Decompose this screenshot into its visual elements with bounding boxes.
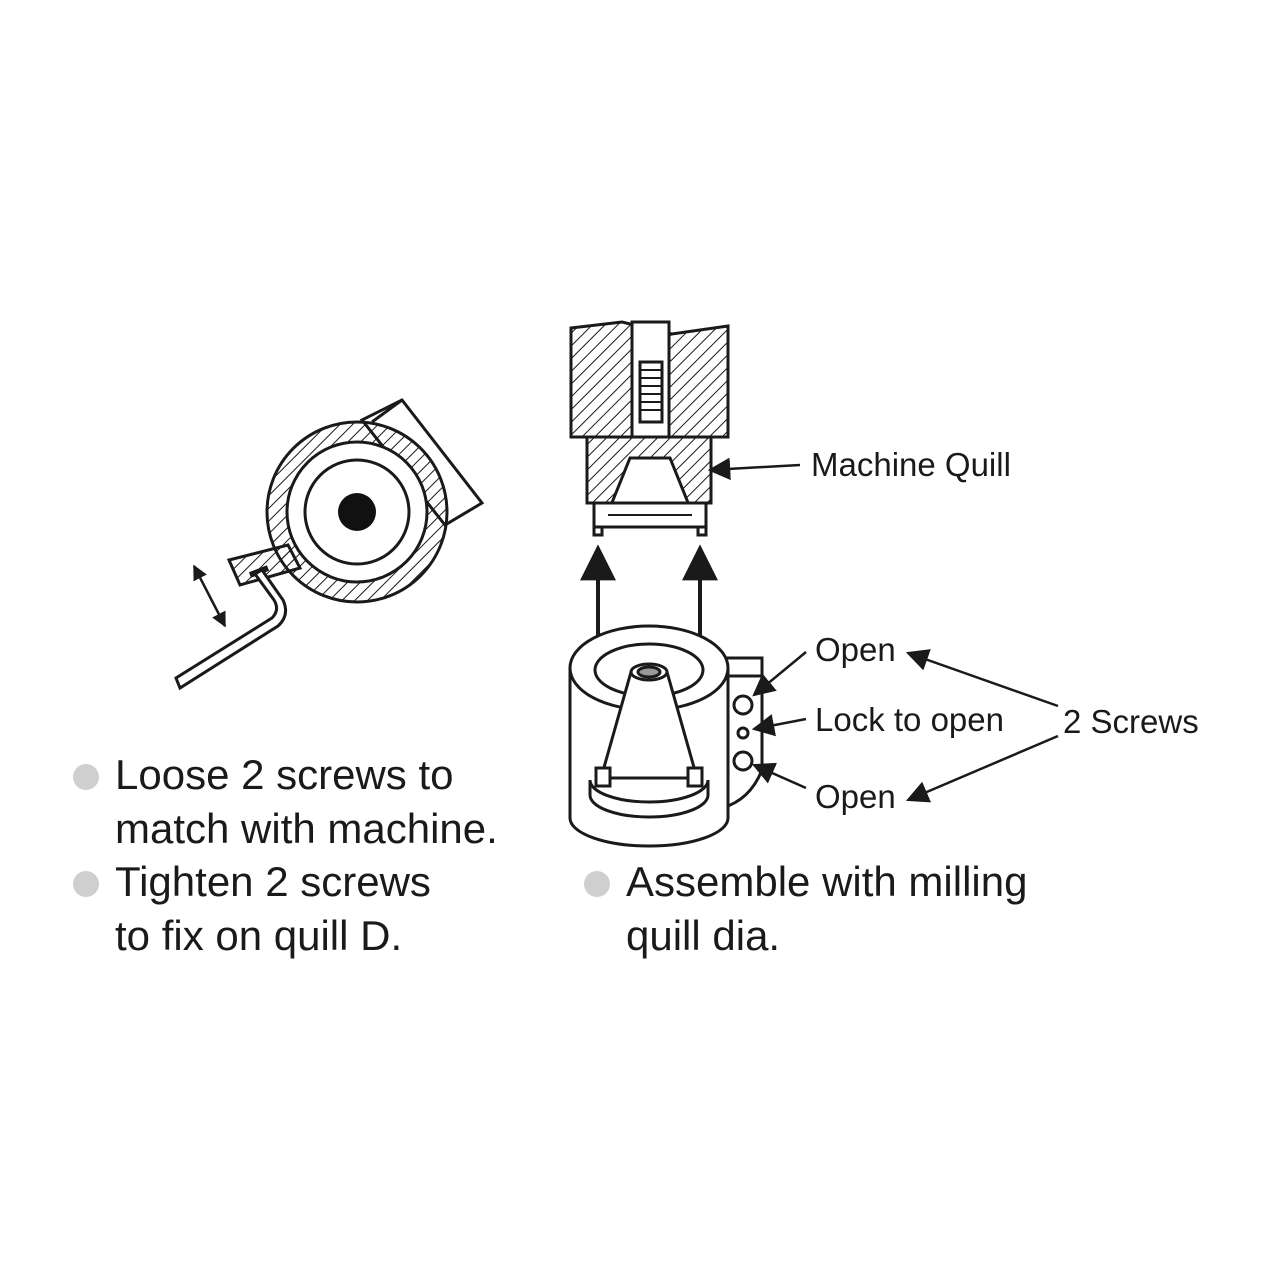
label-lock-to-open: Lock to open — [815, 701, 1004, 738]
instruction-line: quill dia. — [626, 912, 781, 959]
screw-open-top — [732, 694, 754, 716]
bullet-dot — [73, 871, 99, 897]
instruction-line: to fix on quill D. — [115, 912, 403, 959]
clamp-body — [568, 624, 764, 848]
instruction-tighten: Tighten 2 screws to fix on quill D. — [73, 855, 431, 963]
bullet-dot — [584, 871, 610, 897]
spindle-bore-dot — [338, 493, 376, 531]
instruction-assemble: Assemble with milling quill dia. — [584, 855, 1028, 963]
screw-lock — [736, 726, 750, 740]
instruction-line: Loose 2 screws to — [115, 751, 454, 798]
callout-leaders — [707, 457, 1059, 803]
label-open-top: Open — [815, 631, 896, 668]
instruction-line: match with machine. — [115, 805, 498, 852]
label-machine-quill: Machine Quill — [811, 446, 1011, 483]
screw-open-bottom — [732, 750, 754, 772]
instruction-line: Tighten 2 screws — [115, 858, 431, 905]
label-open-bottom: Open — [815, 778, 896, 815]
label-two-screws: 2 Screws — [1063, 703, 1199, 740]
adjust-arrow — [192, 564, 227, 628]
clamp-top-view — [226, 398, 485, 604]
instruction-loosen: Loose 2 screws to match with machine. — [73, 748, 498, 856]
instruction-line: Assemble with milling — [626, 858, 1028, 905]
bullet-dot — [73, 764, 99, 790]
hex-key — [174, 568, 288, 691]
machine-quill — [569, 320, 730, 537]
